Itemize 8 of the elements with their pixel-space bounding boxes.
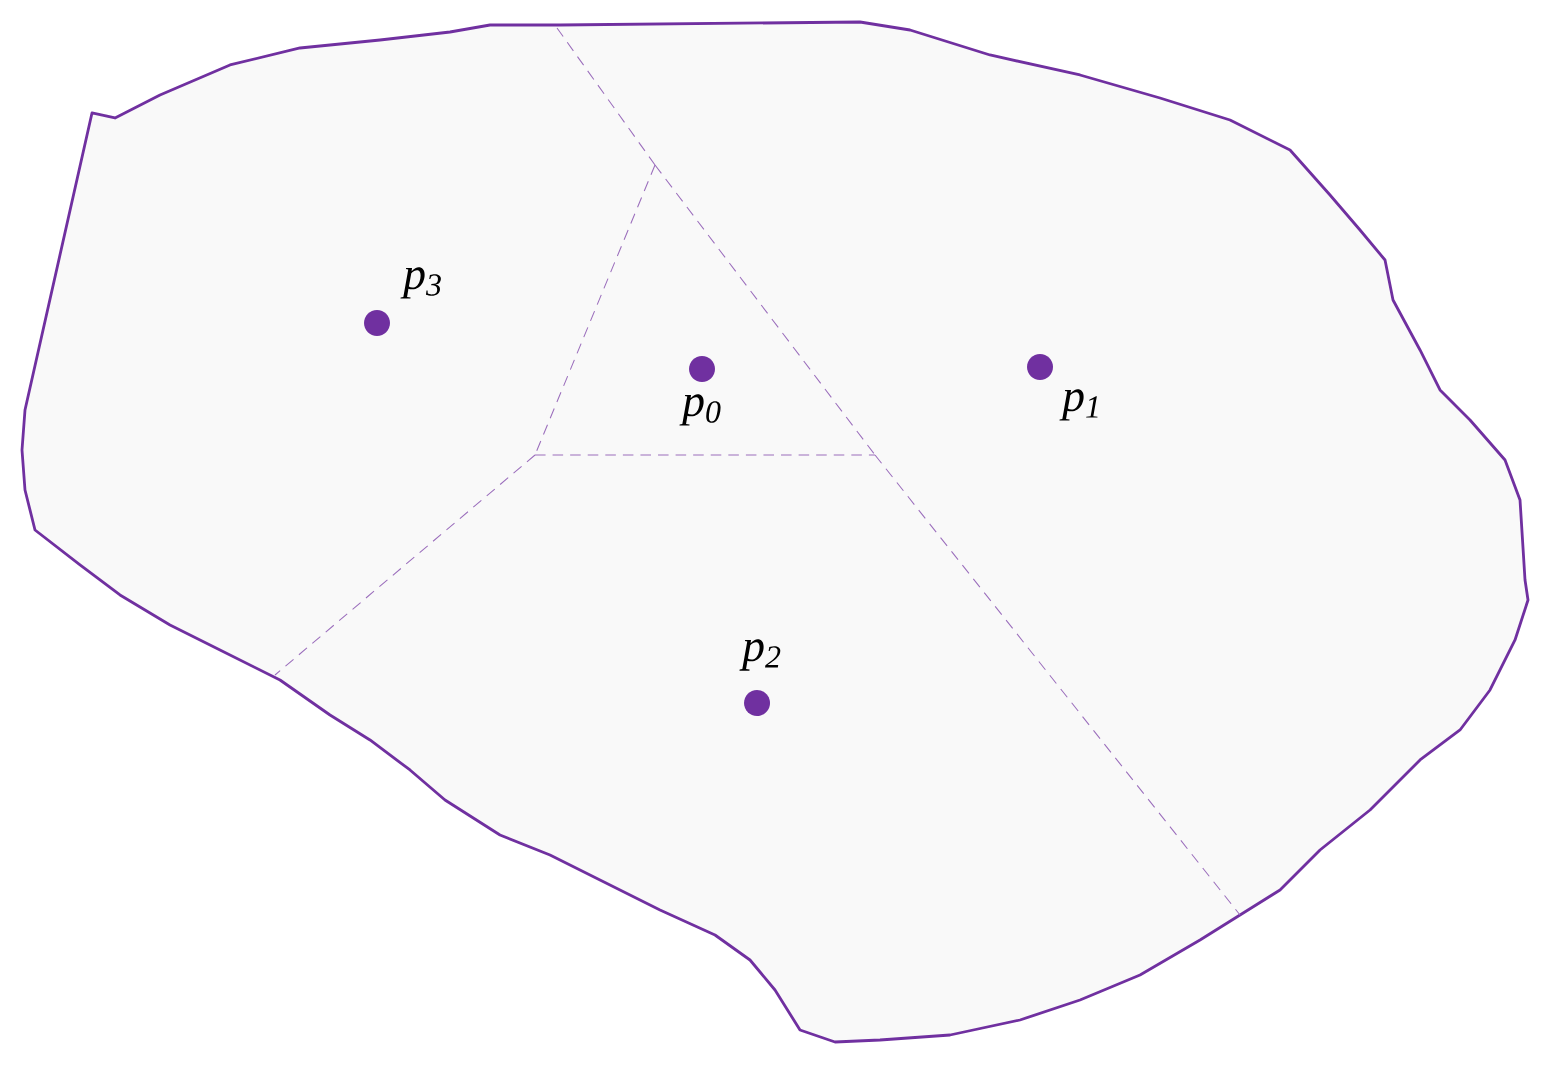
point-dot [1027, 354, 1053, 380]
point-dot [689, 356, 715, 382]
point-dot [744, 690, 770, 716]
point-label: p$_{0}$ [679, 394, 721, 426]
point-label: p$_{1}$ [1059, 389, 1098, 421]
point-label: p$_{3}$ [400, 267, 441, 299]
point-dot [364, 310, 390, 336]
point-label: p$_{2}$ [739, 639, 781, 671]
